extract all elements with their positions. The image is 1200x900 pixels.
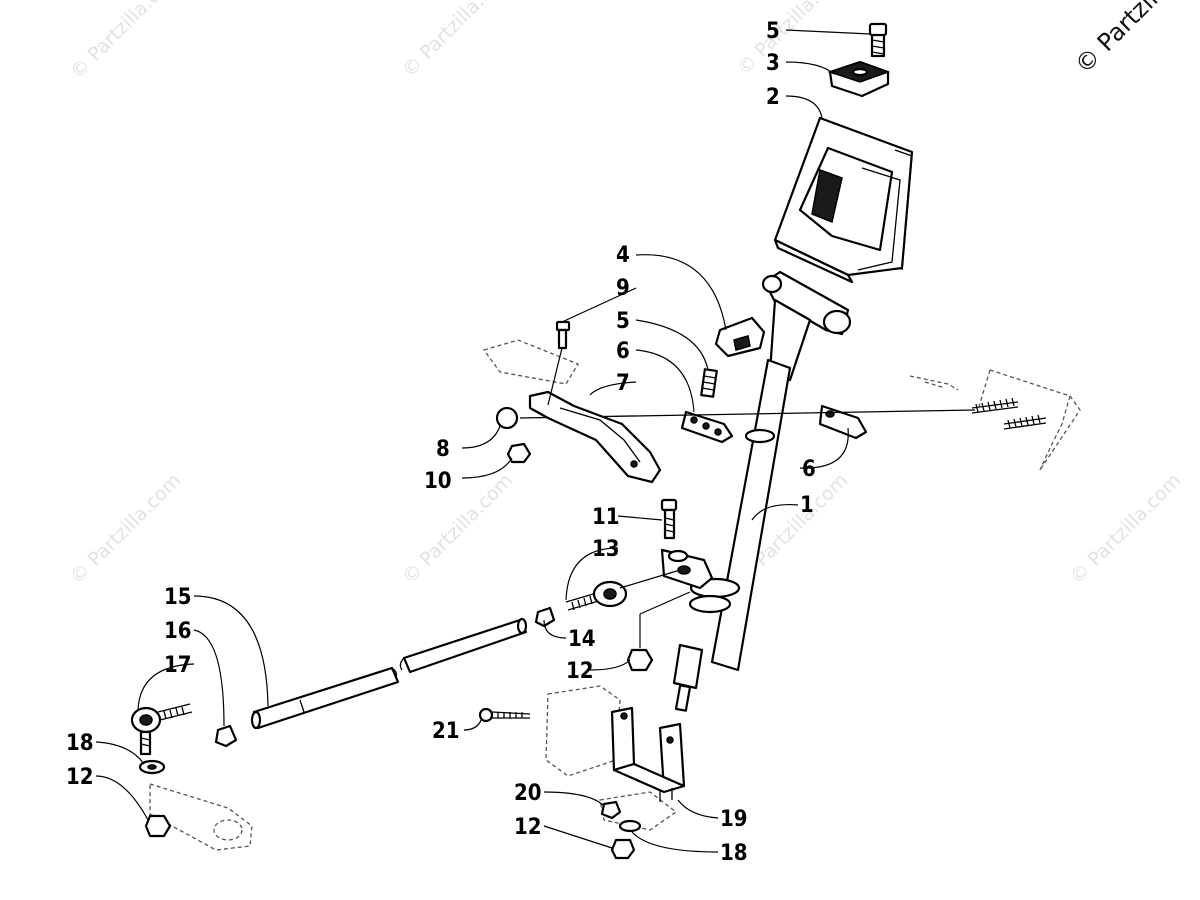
assembly-line [639,591,691,615]
rod-end [130,703,193,756]
link-end-right [818,404,868,440]
rod-end [565,580,628,611]
watermark: © Partzilla.com [66,469,185,588]
callout-14: 14 [568,627,596,652]
callout-labels: 5 3 2 4 9 5 6 7 8 10 6 1 11 13 15 16 17 … [66,19,816,866]
threaded-rods [971,397,1047,430]
bolt [660,498,678,540]
steering-post [672,270,852,712]
callout-3: 3 [766,51,780,76]
callout-19: 19 [720,807,748,832]
callout-6: 6 [616,339,630,364]
callout-7: 7 [616,371,630,396]
callout-1: 1 [800,493,814,518]
callout-12: 12 [66,765,94,790]
handlebar-plate [773,116,914,284]
callout-4: 4 [616,243,630,268]
screw [478,707,531,723]
nut [506,442,532,464]
callout-13: 13 [592,537,620,562]
jam-nut [534,606,556,628]
frame-reference [977,369,1081,471]
lower-clamp [714,316,766,358]
callout-15: 15 [164,585,192,610]
nut [626,648,654,672]
watermark: © Partzilla.com [398,469,517,588]
watermark: © Partzilla.com [66,0,185,84]
frame-reference [909,375,959,391]
clamp-bolt [700,368,718,398]
copyright-notice: © Partzilla.com [1069,0,1200,79]
pitman-arm-reference [149,783,253,851]
callout-8: 8 [436,437,450,462]
callout-5: 5 [616,309,630,334]
watermark: © Partzilla.com [1066,469,1185,588]
callout-10: 10 [424,469,452,494]
callout-20: 20 [514,781,542,806]
mount-reference [545,685,621,777]
callout-12: 12 [566,659,594,684]
callout-18: 18 [720,841,748,866]
top-bolt [868,22,888,58]
lower-bracket [610,706,686,802]
washer [618,819,642,833]
leader-lines [95,29,871,853]
nut [495,406,519,430]
assembly-line [619,569,681,589]
callout-17: 17 [164,653,192,678]
callout-21: 21 [432,719,460,744]
nut [610,838,636,860]
watermark: © Partzilla.com [398,0,517,82]
mount-reference [482,339,579,385]
callout-5: 5 [766,19,780,44]
jam-nut [214,724,238,748]
callout-16: 16 [164,619,192,644]
callout-11: 11 [592,505,620,530]
tie-rod [250,617,528,730]
screw [547,320,571,406]
callout-18: 18 [66,731,94,756]
mount-reference [599,791,678,831]
callout-12: 12 [514,815,542,840]
callout-6: 6 [802,457,816,482]
nut [144,814,172,838]
callout-9: 9 [616,276,630,301]
callout-2: 2 [766,85,780,110]
link-end-left [680,410,734,444]
top-clamp [827,60,891,98]
nut [600,800,622,820]
watermark: © Partzilla.com [733,0,852,80]
support-arm [528,390,662,484]
washer [667,549,689,563]
